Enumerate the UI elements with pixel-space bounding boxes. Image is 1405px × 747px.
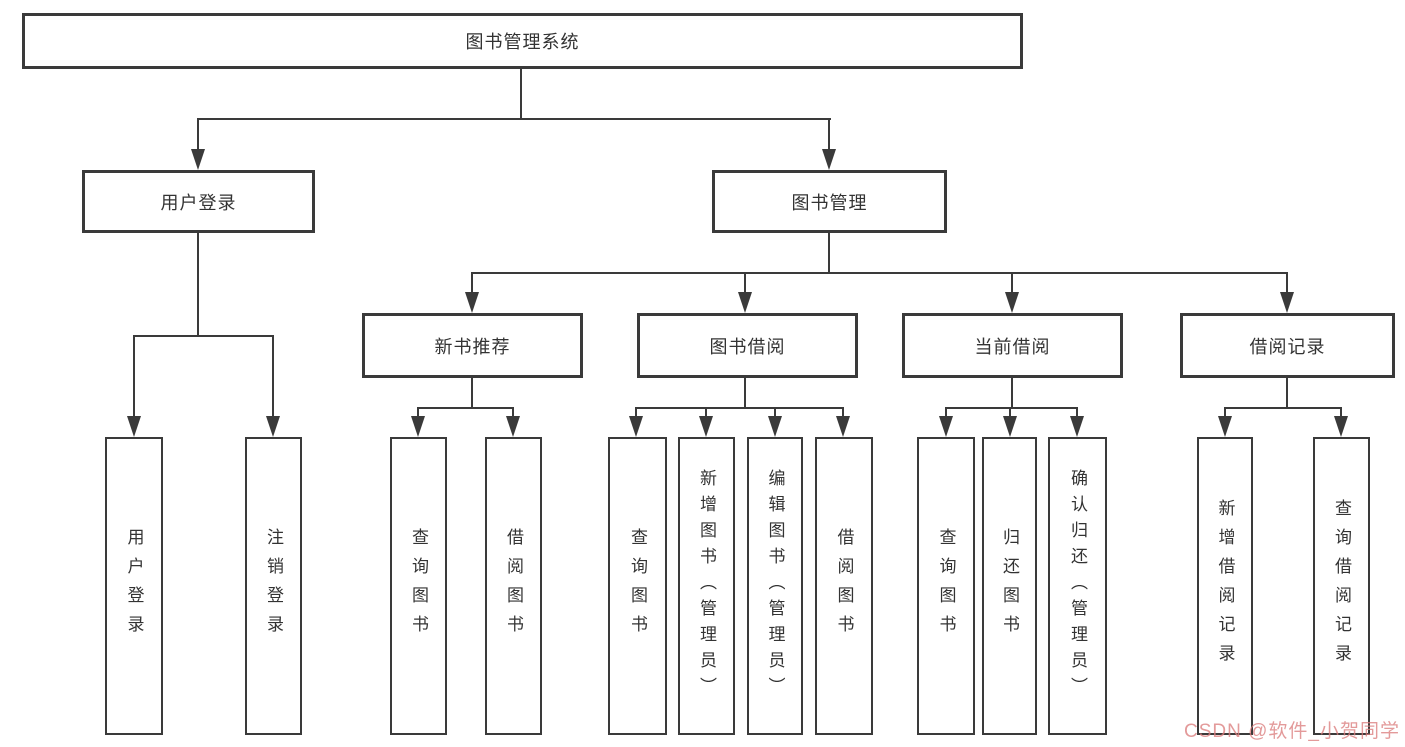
arrowhead-icon [465,292,479,313]
connector-line [635,407,637,417]
connector-line [744,272,746,293]
node-label: 用户登录 [160,192,237,213]
node-borrowing-records: 借阅记录 [1180,313,1395,378]
arrowhead-icon [411,416,425,437]
leaf-query-book-current: 查询图书 [917,437,975,735]
arrowhead-icon [1280,292,1294,313]
connector-line [512,407,514,417]
leaf-add-borrow-record: 新增借阅记录 [1197,437,1253,735]
node-label: 新增图书（管理员） [697,469,716,703]
connector-line [417,407,514,409]
node-label: 当前借阅 [974,336,1051,357]
connector-line [1011,272,1013,293]
node-book-management: 图书管理 [712,170,947,233]
connector-line [272,335,274,416]
connector-line [197,118,199,150]
arrowhead-icon [836,416,850,437]
node-label: 编辑图书（管理员） [765,469,785,703]
connector-line [842,407,844,417]
connector-line [1224,407,1226,417]
arrowhead-icon [1334,416,1348,437]
node-label: 新增借阅记录 [1215,499,1235,673]
node-label: 借阅图书 [834,528,854,644]
connector-line [1009,407,1011,417]
connector-line [471,272,473,293]
connector-line [705,407,707,417]
leaf-query-book-recommend: 查询图书 [390,437,447,735]
arrowhead-icon [1005,292,1019,313]
connector-line [417,407,419,417]
arrowhead-icon [506,416,520,437]
node-label: 图书管理 [791,192,868,213]
connector-line [1340,407,1342,417]
connector-line [520,69,522,118]
arrowhead-icon [191,149,205,170]
connector-line [1076,407,1078,417]
node-label: 查询图书 [936,528,956,644]
arrowhead-icon [939,416,953,437]
leaf-query-book-borrowing: 查询图书 [608,437,667,735]
connector-line [471,378,473,407]
arrowhead-icon [266,416,280,437]
node-user-login: 用户登录 [82,170,315,233]
connector-line [828,233,830,272]
node-label: 归还图书 [1000,528,1019,644]
node-label: 图书管理系统 [465,32,580,52]
node-book-borrowing: 图书借阅 [637,313,858,378]
node-label: 新书推荐 [434,336,511,357]
arrowhead-icon [768,416,782,437]
connector-line [133,335,135,416]
node-label: 查询图书 [409,528,428,644]
arrowhead-icon [1218,416,1232,437]
csdn-watermark: CSDN @软件_小贺同学 [1184,721,1400,742]
arrowhead-icon [127,416,141,437]
leaf-query-borrow-record: 查询借阅记录 [1313,437,1370,735]
leaf-confirm-return-admin: 确认归还（管理员） [1048,437,1107,735]
connector-line [197,233,199,335]
arrowhead-icon [822,149,836,170]
connector-line [1224,407,1342,409]
arrowhead-icon [1003,416,1017,437]
node-label: 确认归还（管理员） [1068,469,1087,703]
node-label: 借阅图书 [504,528,523,644]
leaf-return-book: 归还图书 [982,437,1037,735]
arrowhead-icon [738,292,752,313]
arrowhead-icon [629,416,643,437]
node-new-book-recommendation: 新书推荐 [362,313,583,378]
connector-line [1011,378,1013,407]
node-label: 用户登录 [124,528,144,644]
node-label: 注销登录 [264,528,283,644]
leaf-user-login: 用户登录 [105,437,163,735]
connector-line [471,272,1288,274]
arrowhead-icon [1070,416,1084,437]
connector-line [744,378,746,407]
leaf-borrow-book-recommend: 借阅图书 [485,437,542,735]
connector-line [1286,272,1288,293]
leaf-add-book-admin: 新增图书（管理员） [678,437,735,735]
leaf-logout-login: 注销登录 [245,437,302,735]
connector-line [945,407,1078,409]
node-current-borrowing: 当前借阅 [902,313,1123,378]
connector-line [133,335,274,337]
connector-line [1286,378,1288,407]
connector-line [774,407,776,417]
arrowhead-icon [699,416,713,437]
node-label: 查询借阅记录 [1332,499,1351,673]
node-library-management-system: 图书管理系统 [22,13,1023,69]
leaf-borrow-book-borrowing: 借阅图书 [815,437,873,735]
connector-line [635,407,844,409]
node-label: 借阅记录 [1249,336,1326,357]
connector-line [197,118,831,120]
leaf-edit-book-admin: 编辑图书（管理员） [747,437,803,735]
connector-line [828,118,830,150]
node-label: 图书借阅 [709,336,786,357]
node-label: 查询图书 [628,528,647,644]
connector-line [945,407,947,417]
